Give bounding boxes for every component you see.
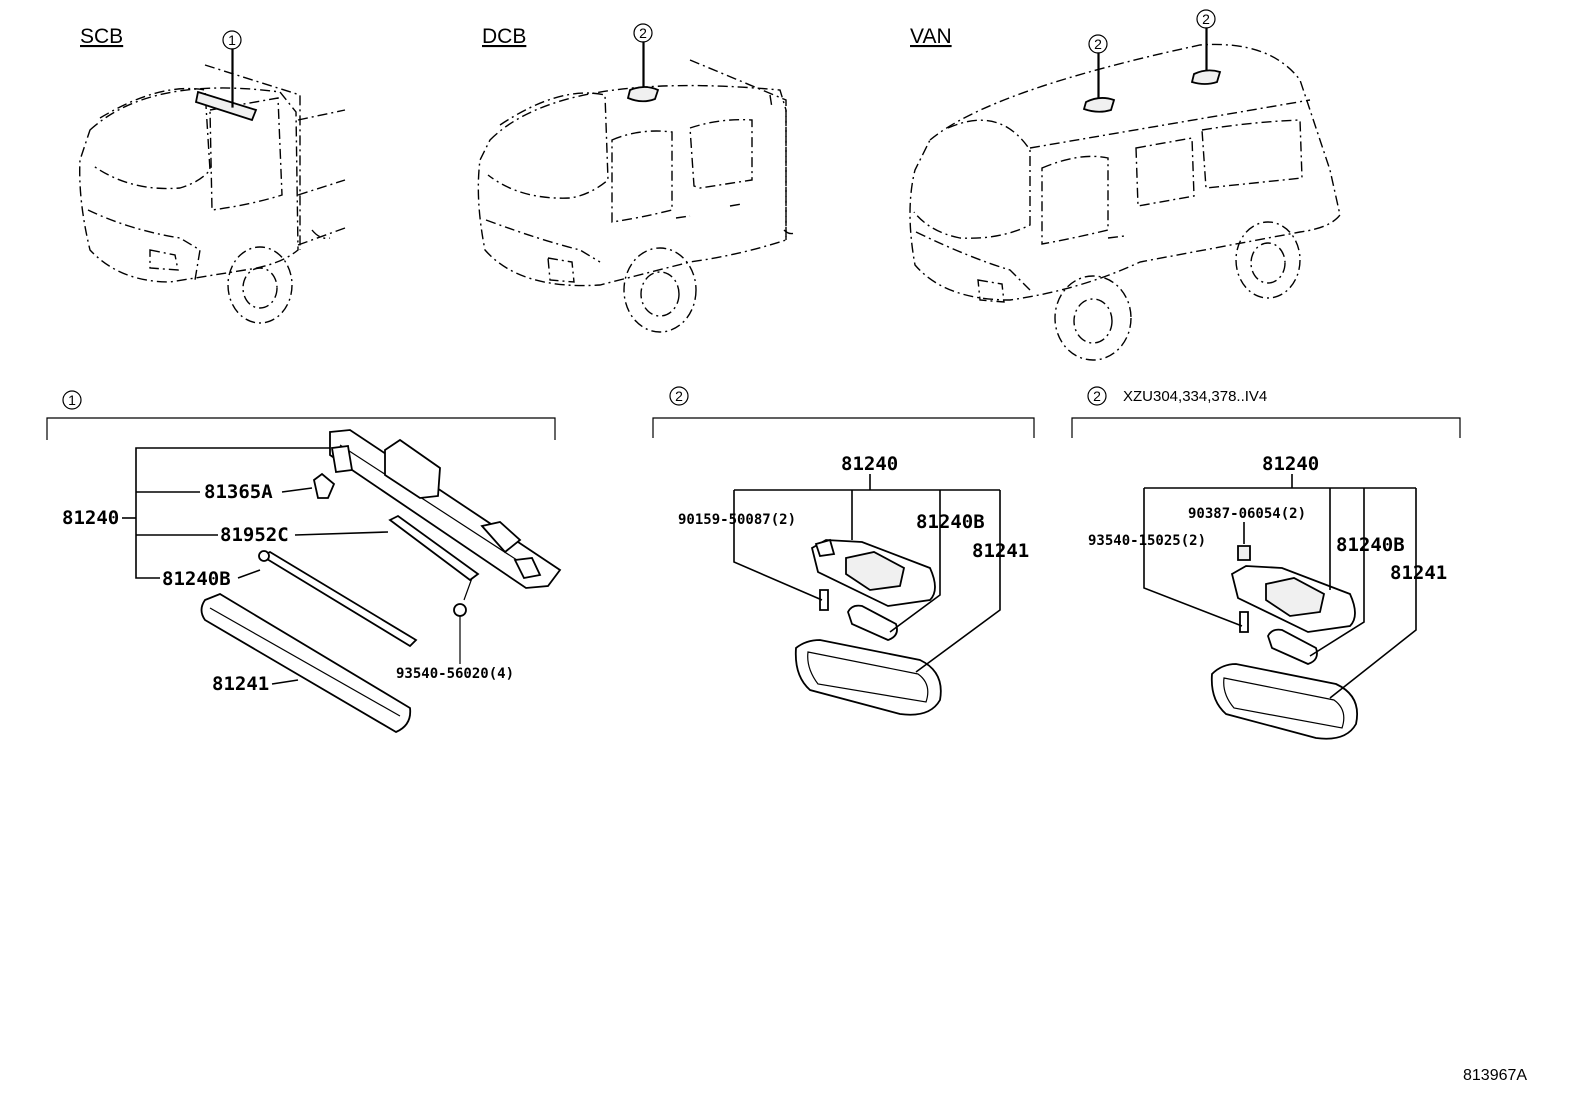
section-2: 2 81240 90159-50087(2) 81240B 81241 <box>652 386 1035 716</box>
s1-label-81241: 81241 <box>212 673 269 695</box>
s3-label-plug: 90387-06054(2) <box>1188 506 1306 522</box>
vehicle-label-dcb: DCB <box>482 25 526 48</box>
van-marker-number-rear: 2 <box>1202 11 1210 27</box>
s2-label-81241: 81241 <box>972 540 1029 562</box>
s3-label-screw: 93540-15025(2) <box>1088 533 1206 549</box>
van-illustration <box>909 27 1341 361</box>
s2-label-81240b: 81240B <box>916 511 985 533</box>
figure-id: 813967A <box>1463 1067 1527 1084</box>
van-marker-callout-rear: 2 <box>1196 9 1216 29</box>
s2-label-screw: 90159-50087(2) <box>678 512 796 528</box>
scb-truck-illustration <box>79 48 346 324</box>
s1-label-81365a: 81365A <box>204 481 273 503</box>
scb-marker-number: 1 <box>228 32 236 48</box>
dcb-truck-illustration <box>477 41 797 333</box>
section-2-marker: 2 <box>675 388 683 404</box>
van-marker-callout-front: 2 <box>1088 34 1108 54</box>
s1-label-81240b: 81240B <box>162 568 231 590</box>
van-marker-number-front: 2 <box>1094 36 1102 52</box>
section-1: 1 81240 81365A 81952C 8124 <box>46 390 562 734</box>
s1-label-81240: 81240 <box>62 507 119 529</box>
s1-label-screw: 93540-56020(4) <box>396 666 514 682</box>
section-3-marker: 2 <box>1093 388 1101 404</box>
scb-marker-callout: 1 <box>222 30 242 50</box>
dcb-marker-callout: 2 <box>633 23 653 43</box>
s2-label-81240: 81240 <box>841 453 898 475</box>
section-3: 2 XZU304,334,378..IV4 81240 90387-06054(… <box>1071 386 1461 740</box>
vehicle-label-scb: SCB <box>80 25 123 48</box>
section-1-marker: 1 <box>68 392 76 408</box>
dcb-marker-number: 2 <box>639 25 647 41</box>
s3-label-81240b: 81240B <box>1336 534 1405 556</box>
s3-label-81241: 81241 <box>1390 562 1447 584</box>
vehicle-label-van: VAN <box>910 25 952 48</box>
section-3-applicability-note: XZU304,334,378..IV4 <box>1123 388 1267 405</box>
s1-label-81952c: 81952C <box>220 524 289 546</box>
s3-label-81240: 81240 <box>1262 453 1319 475</box>
